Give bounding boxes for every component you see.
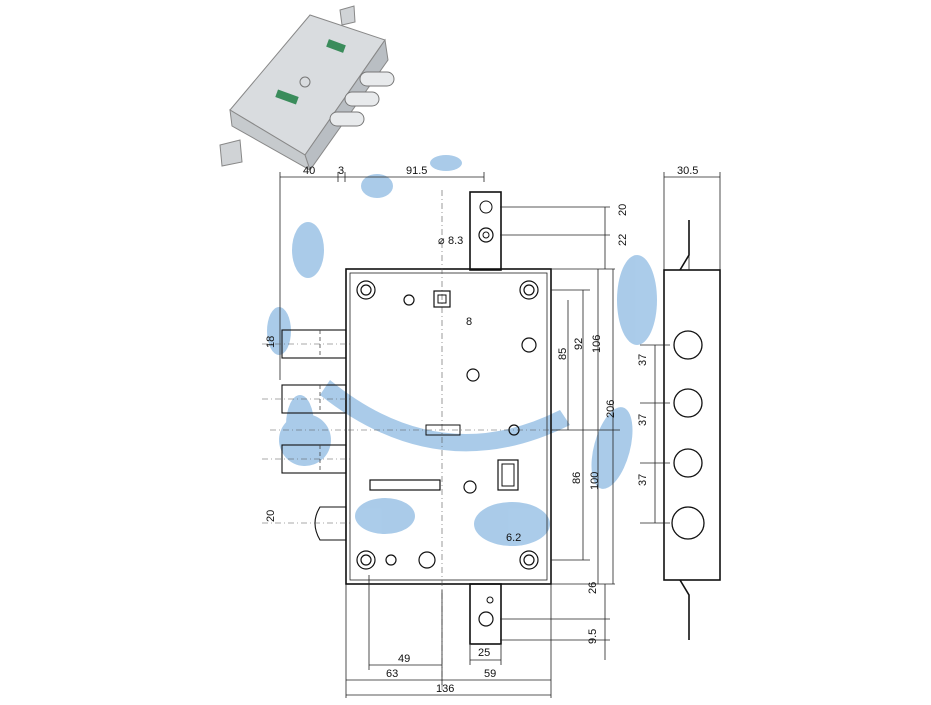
dim-3: 3 (338, 165, 344, 177)
dim-26: 26 (587, 582, 599, 594)
dim-92: 92 (573, 338, 585, 350)
dim-86: 86 (571, 472, 583, 484)
dim-diameter-18: 18 (265, 336, 277, 348)
dim-63: 63 (386, 668, 398, 680)
dim-30-5: 30.5 (677, 165, 698, 177)
diameter-symbol: ⌀ (438, 235, 445, 247)
dim-91-5: 91.5 (406, 165, 427, 177)
dim-136: 136 (436, 683, 454, 695)
dim-40: 40 (303, 165, 315, 177)
dim-206: 206 (605, 400, 617, 418)
dim-20: 20 (617, 204, 629, 216)
bottom-strike-tab (469, 583, 502, 645)
dim-85: 85 (557, 348, 569, 360)
dim-37-b: 37 (637, 414, 649, 426)
dim-106: 106 (591, 335, 603, 353)
dim-100: 100 (589, 472, 601, 490)
bottom-dimensions (345, 575, 552, 698)
side-view (640, 172, 721, 640)
lock-body (270, 190, 560, 690)
top-strike-tab: 8.3 ⌀ (438, 191, 502, 271)
dim-37-a: 37 (637, 354, 649, 366)
dim-diameter-20: 20 (265, 510, 277, 522)
dim-49: 49 (398, 653, 410, 665)
dim-25: 25 (478, 647, 490, 659)
right-dimensions (500, 206, 620, 660)
top-dimension-line: 40 3 91.5 (279, 165, 485, 380)
dim-9-5: 9.5 (587, 629, 599, 644)
product-render (219, 5, 395, 172)
dim-37-c: 37 (637, 474, 649, 486)
dim-diameter-6-2: 6.2 (506, 532, 521, 544)
dim-22: 22 (617, 234, 629, 246)
dim-diameter-8: 8 (466, 316, 472, 328)
bolts (262, 329, 350, 541)
dim-59: 59 (484, 668, 496, 680)
watermark-shapes (267, 155, 657, 546)
dim-diameter-8-3: 8.3 (448, 235, 463, 247)
